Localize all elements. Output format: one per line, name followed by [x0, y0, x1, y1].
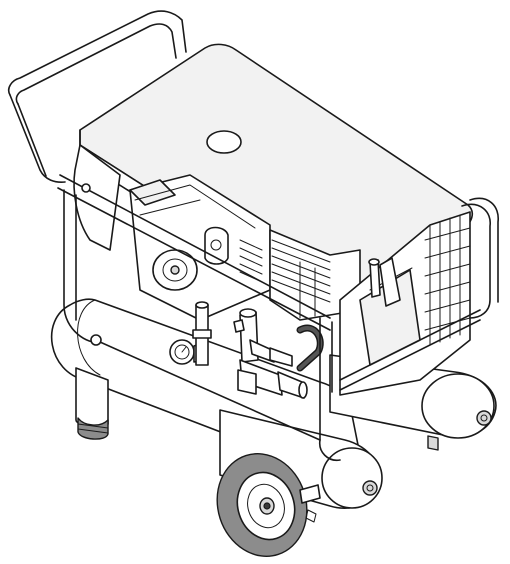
drain-valve-front: [362, 480, 378, 496]
support-leg: [75, 367, 109, 440]
tank-foot-right: [427, 435, 439, 451]
fill-cap: [206, 130, 242, 154]
drain-valve-right: [476, 410, 492, 426]
air-hose: [296, 324, 324, 372]
motor-unit: [129, 174, 271, 321]
valve-manifold: [192, 301, 308, 399]
frame-handle: [7, 10, 499, 462]
wheel: [216, 453, 321, 557]
outlet-tube-right: [368, 258, 381, 298]
